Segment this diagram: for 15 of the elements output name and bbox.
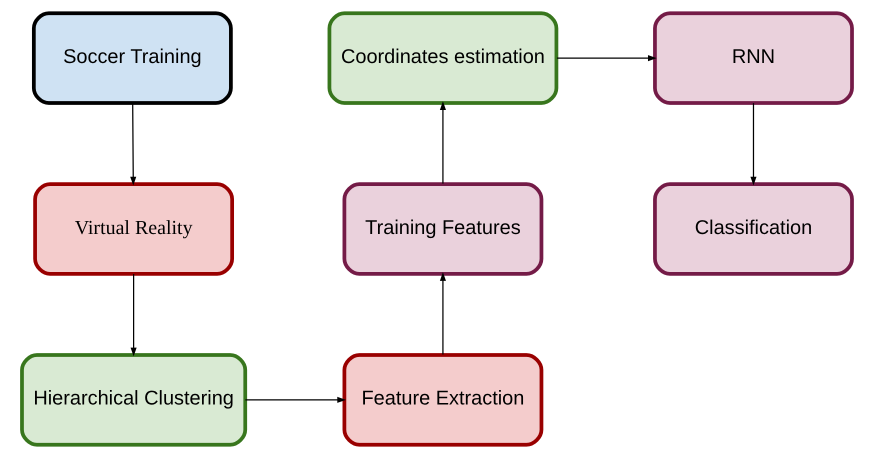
arrow — [439, 101, 446, 184]
arrow — [750, 103, 756, 186]
arrow — [439, 272, 446, 354]
arrow — [556, 55, 656, 62]
node-box: RNN — [652, 11, 854, 105]
node-box: Virtual Reality — [32, 182, 234, 276]
node-box: Classification — [652, 182, 854, 276]
node-box: Soccer Training — [31, 11, 232, 105]
node-box: Training Features — [342, 182, 543, 276]
node-box: Feature Extraction — [342, 353, 543, 447]
arrow — [130, 103, 136, 186]
node-box: Hierarchical Clustering — [20, 353, 247, 447]
arrow — [130, 274, 136, 356]
node-box: Coordinates estimation — [327, 11, 558, 105]
arrow — [244, 396, 346, 403]
